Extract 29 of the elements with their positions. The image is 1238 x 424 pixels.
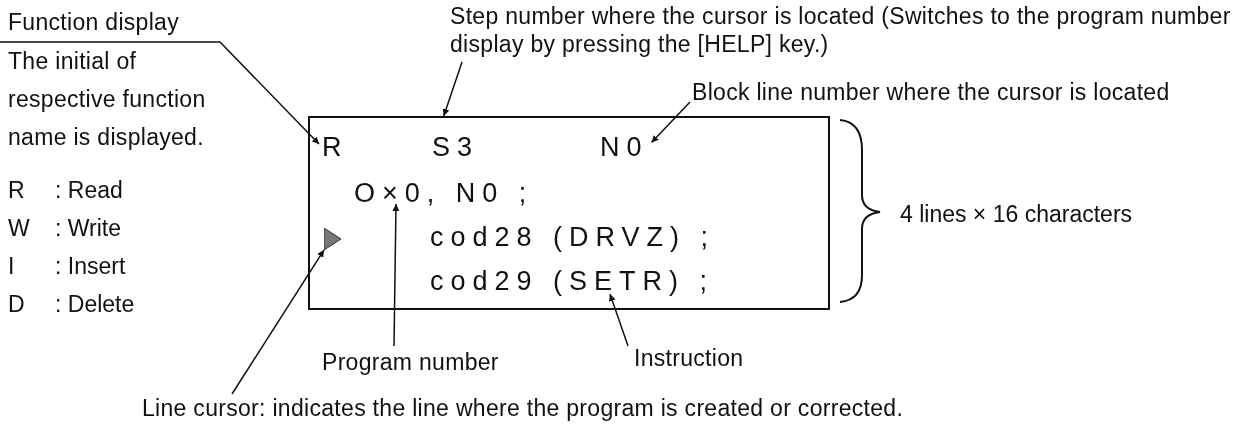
function-letter: D: [8, 290, 25, 318]
callout-text: Block line number where the cursor is located: [692, 78, 1170, 106]
function-name: : Insert: [55, 252, 126, 280]
display-screen: [308, 116, 830, 310]
description-text: The initial of respective function name is displayed.: [7, 47, 207, 152]
display-text: R: [322, 132, 349, 162]
function-letter: I: [8, 252, 15, 280]
leader-line: [0, 41, 320, 145]
callout-text: Step number where the cursor is located (Switches to the program number display by pressing the [HELP] key.): [450, 2, 1235, 58]
display-text: S3: [432, 132, 480, 162]
leader-line: [442, 61, 463, 117]
callout-text: Line cursor: indicates the line where the program is created or corrected.: [142, 394, 904, 422]
note-text: 4 lines × 16 characters: [900, 200, 1133, 228]
leader-line: [609, 293, 629, 347]
display-text: cod28 (DRVZ) ;: [430, 222, 716, 252]
function-letter: W: [8, 214, 30, 242]
leader-line: [231, 249, 325, 395]
function-name: : Write: [55, 214, 122, 242]
function-name: : Read: [55, 176, 123, 204]
function-letter: R: [8, 176, 25, 204]
callout-text: Program number: [322, 348, 499, 376]
function-name: : Delete: [55, 290, 135, 318]
heading-text: Function display: [7, 8, 179, 36]
callout-text: Instruction: [634, 344, 744, 372]
leader-line: [650, 101, 691, 144]
leader-line: [392, 203, 400, 347]
display-text: cod29 (SETR) ;: [430, 266, 715, 296]
display-text: O×0, N0 ;: [354, 178, 534, 208]
display-text: N0: [600, 132, 649, 162]
